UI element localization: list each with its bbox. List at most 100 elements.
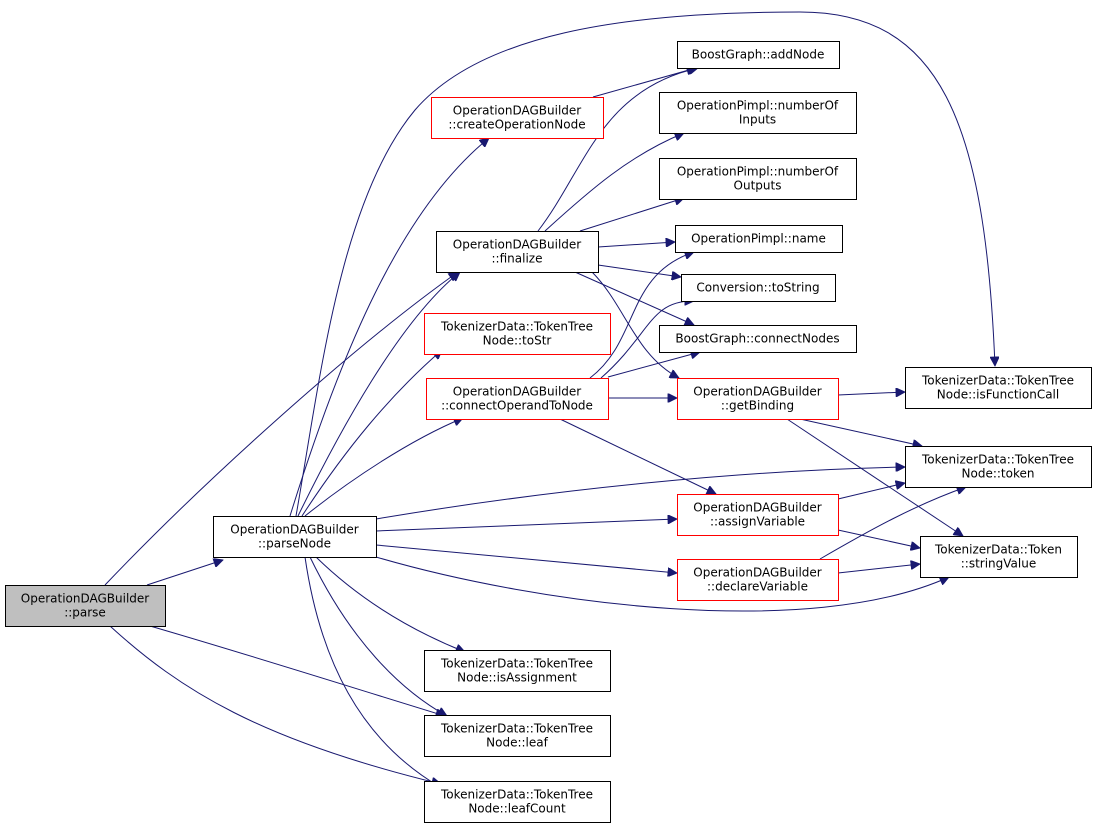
node-connectNodes[interactable]: BoostGraph::connectNodes xyxy=(659,325,857,353)
node-box xyxy=(424,715,611,757)
node-box xyxy=(5,585,166,627)
node-label-line: BoostGraph::connectNodes xyxy=(675,332,839,346)
node-label-line: ::parse xyxy=(64,606,106,620)
node-label-line: OperationDAGBuilder xyxy=(453,385,582,399)
node-addNode[interactable]: BoostGraph::addNode xyxy=(677,41,840,69)
node-label-line: Node::leafCount xyxy=(468,802,566,816)
node-getBinding[interactable]: OperationDAGBuilder::getBinding xyxy=(677,378,839,420)
node-box xyxy=(905,446,1092,488)
edge-parseNode-to-assignVariable xyxy=(375,519,677,532)
node-parseNode[interactable]: OperationDAGBuilder::parseNode xyxy=(213,516,377,558)
edge-parseNode-to-finalize xyxy=(297,272,460,517)
node-label-line: TokenizerData::TokenTree xyxy=(440,788,593,802)
edge-parse-to-parseNode xyxy=(146,560,223,586)
node-box xyxy=(659,325,857,353)
node-label-line: TokenizerData::TokenTree xyxy=(921,374,1074,388)
node-box xyxy=(424,650,611,692)
edge-getBinding-to-isFunctionCall xyxy=(837,392,905,395)
edge-parseNode-to-isAssignment xyxy=(315,556,465,652)
edge-connectOperandToNode-to-toString xyxy=(600,301,694,379)
node-label-line: BoostGraph::addNode xyxy=(692,48,825,62)
node-declareVariable[interactable]: OperationDAGBuilder::declareVariable xyxy=(677,559,839,601)
node-label-line: Node::isFunctionCall xyxy=(937,388,1059,402)
edge-finalize-to-toString xyxy=(597,264,681,277)
edge-finalize-to-connectNodes xyxy=(574,271,694,325)
edge-parseNode-to-leafCount xyxy=(304,556,440,787)
node-box xyxy=(659,92,857,134)
node-label-line: ::createOperationNode xyxy=(448,118,585,132)
node-isAssignment[interactable]: TokenizerData::TokenTreeNode::isAssignme… xyxy=(424,650,611,692)
node-label-line: Node::leaf xyxy=(486,736,548,750)
node-label-line: ::stringValue xyxy=(961,557,1037,571)
edge-connectOperandToNode-to-assignVariable xyxy=(559,418,716,494)
edge-parseNode-to-token xyxy=(375,467,905,520)
node-layer: OperationDAGBuilder::parseOperationDAGBu… xyxy=(5,41,1092,823)
node-box xyxy=(677,494,839,536)
node-label-line: OperationDAGBuilder xyxy=(453,238,582,252)
edge-declareVariable-to-token xyxy=(819,487,966,560)
edge-parse-to-leaf xyxy=(149,625,445,716)
node-assignVariable[interactable]: OperationDAGBuilder::assignVariable xyxy=(677,494,839,536)
edge-parseNode-to-declareVariable xyxy=(375,544,677,573)
edge-finalize-to-name xyxy=(597,242,675,248)
node-label-line: ::parseNode xyxy=(258,537,331,551)
node-label-line: OperationDAGBuilder xyxy=(453,104,582,118)
node-label-line: Conversion::toString xyxy=(696,281,819,295)
edge-createOperationNode-to-addNode xyxy=(592,68,696,98)
edge-finalize-to-numberOfOutputs xyxy=(579,198,684,232)
node-label-line: ::assignVariable xyxy=(710,515,805,529)
edge-parse-to-finalize xyxy=(104,272,458,586)
edge-declareVariable-to-stringValue xyxy=(837,564,920,574)
node-label-line: TokenizerData::TokenTree xyxy=(921,453,1074,467)
edge-parseNode-to-connectOperandToNode xyxy=(304,418,463,517)
node-box xyxy=(213,516,377,558)
edge-assignVariable-to-stringValue xyxy=(837,529,920,548)
node-box xyxy=(677,378,839,420)
node-box xyxy=(431,97,604,139)
node-label-line: ::finalize xyxy=(492,252,543,266)
node-label-line: TokenizerData::TokenTree xyxy=(440,657,593,671)
edge-parseNode-to-isFunctionCall xyxy=(295,11,995,517)
node-label-line: Node::isAssignment xyxy=(457,671,577,685)
node-label-line: OperationDAGBuilder xyxy=(693,385,822,399)
node-box xyxy=(659,158,857,200)
node-label-line: ::connectOperandToNode xyxy=(441,399,593,413)
node-stringValue[interactable]: TokenizerData::Token::stringValue xyxy=(920,536,1078,578)
node-isFunctionCall[interactable]: TokenizerData::TokenTreeNode::isFunction… xyxy=(905,367,1092,409)
node-name[interactable]: OperationPimpl::name xyxy=(675,225,843,253)
node-label-line: OperationDAGBuilder xyxy=(230,523,359,537)
node-createOperationNode[interactable]: OperationDAGBuilder::createOperationNode xyxy=(431,97,604,139)
node-box xyxy=(436,231,599,273)
node-label-line: OperationDAGBuilder xyxy=(693,566,822,580)
node-label-line: OperationPimpl::numberOf xyxy=(677,99,839,113)
node-parse: OperationDAGBuilder::parse xyxy=(5,585,166,627)
node-label-line: OperationDAGBuilder xyxy=(693,501,822,515)
node-label-line: TokenizerData::TokenTree xyxy=(440,722,593,736)
edge-finalize-to-numberOfInputs xyxy=(544,133,684,232)
node-label-line: Node::token xyxy=(962,467,1035,481)
node-finalize[interactable]: OperationDAGBuilder::finalize xyxy=(436,231,599,273)
node-label-line: OperationDAGBuilder xyxy=(21,592,150,606)
edge-parseNode-to-stringValue xyxy=(375,556,949,612)
node-label-line: OperationPimpl::numberOf xyxy=(677,165,839,179)
node-connectOperandToNode[interactable]: OperationDAGBuilder::connectOperandToNod… xyxy=(426,378,609,420)
node-box xyxy=(424,313,611,355)
edge-parseNode-to-toStr xyxy=(301,350,442,517)
node-box xyxy=(905,367,1092,409)
node-label-line: Outputs xyxy=(734,179,782,193)
node-label-line: OperationPimpl::name xyxy=(691,232,826,246)
node-box xyxy=(920,536,1078,578)
node-box xyxy=(424,781,611,823)
node-toString[interactable]: Conversion::toString xyxy=(681,274,836,302)
edge-getBinding-to-stringValue xyxy=(786,418,963,536)
node-label-line: ::getBinding xyxy=(721,399,794,413)
node-label-line: Inputs xyxy=(739,113,776,127)
edge-assignVariable-to-token xyxy=(837,483,905,500)
